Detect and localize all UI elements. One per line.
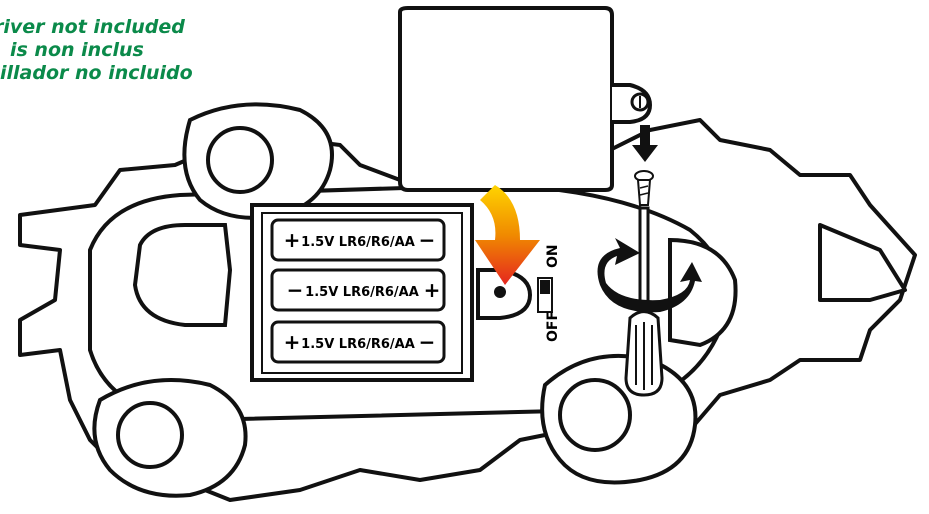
note-line-spanish: illador no incluido bbox=[0, 62, 193, 84]
battery-door bbox=[398, 6, 653, 192]
battery-1-right-sign: − bbox=[419, 228, 436, 252]
battery-cell-1 bbox=[270, 218, 446, 262]
note-line-french: is non inclus bbox=[10, 39, 144, 61]
foot-top-left bbox=[182, 102, 334, 220]
down-arrow-icon bbox=[632, 125, 658, 162]
screw-icon bbox=[634, 170, 654, 206]
battery-cell-3 bbox=[270, 320, 446, 364]
battery-cell-2 bbox=[270, 268, 446, 312]
battery-2-right-sign: + bbox=[424, 278, 441, 302]
note-line-english: river not included bbox=[0, 16, 185, 38]
driver-not-included-note: river not included is non inclus illador… bbox=[0, 16, 193, 85]
right-plate-outline bbox=[668, 237, 738, 348]
foot-bottom-right bbox=[540, 353, 698, 485]
toy-snout-outline bbox=[818, 223, 907, 302]
battery-2-label: 1.5V LR6/R6/AA bbox=[305, 285, 419, 300]
battery-3-label: 1.5V LR6/R6/AA bbox=[301, 337, 415, 352]
power-switch bbox=[537, 277, 553, 313]
battery-1-left-sign: + bbox=[284, 228, 301, 252]
battery-3-right-sign: − bbox=[419, 330, 436, 354]
rotate-arrow-icon bbox=[597, 238, 702, 313]
battery-3-left-sign: + bbox=[284, 330, 301, 354]
switch-off-label: OFF bbox=[545, 311, 561, 342]
switch-on-label: ON bbox=[545, 244, 561, 268]
screwdriver-icon bbox=[624, 206, 664, 397]
curved-arrow-icon bbox=[475, 185, 540, 285]
left-plate-outline bbox=[132, 223, 233, 327]
foot-bottom-left bbox=[92, 378, 248, 498]
battery-1-label: 1.5V LR6/R6/AA bbox=[301, 235, 415, 250]
battery-2-left-sign: − bbox=[287, 278, 304, 302]
